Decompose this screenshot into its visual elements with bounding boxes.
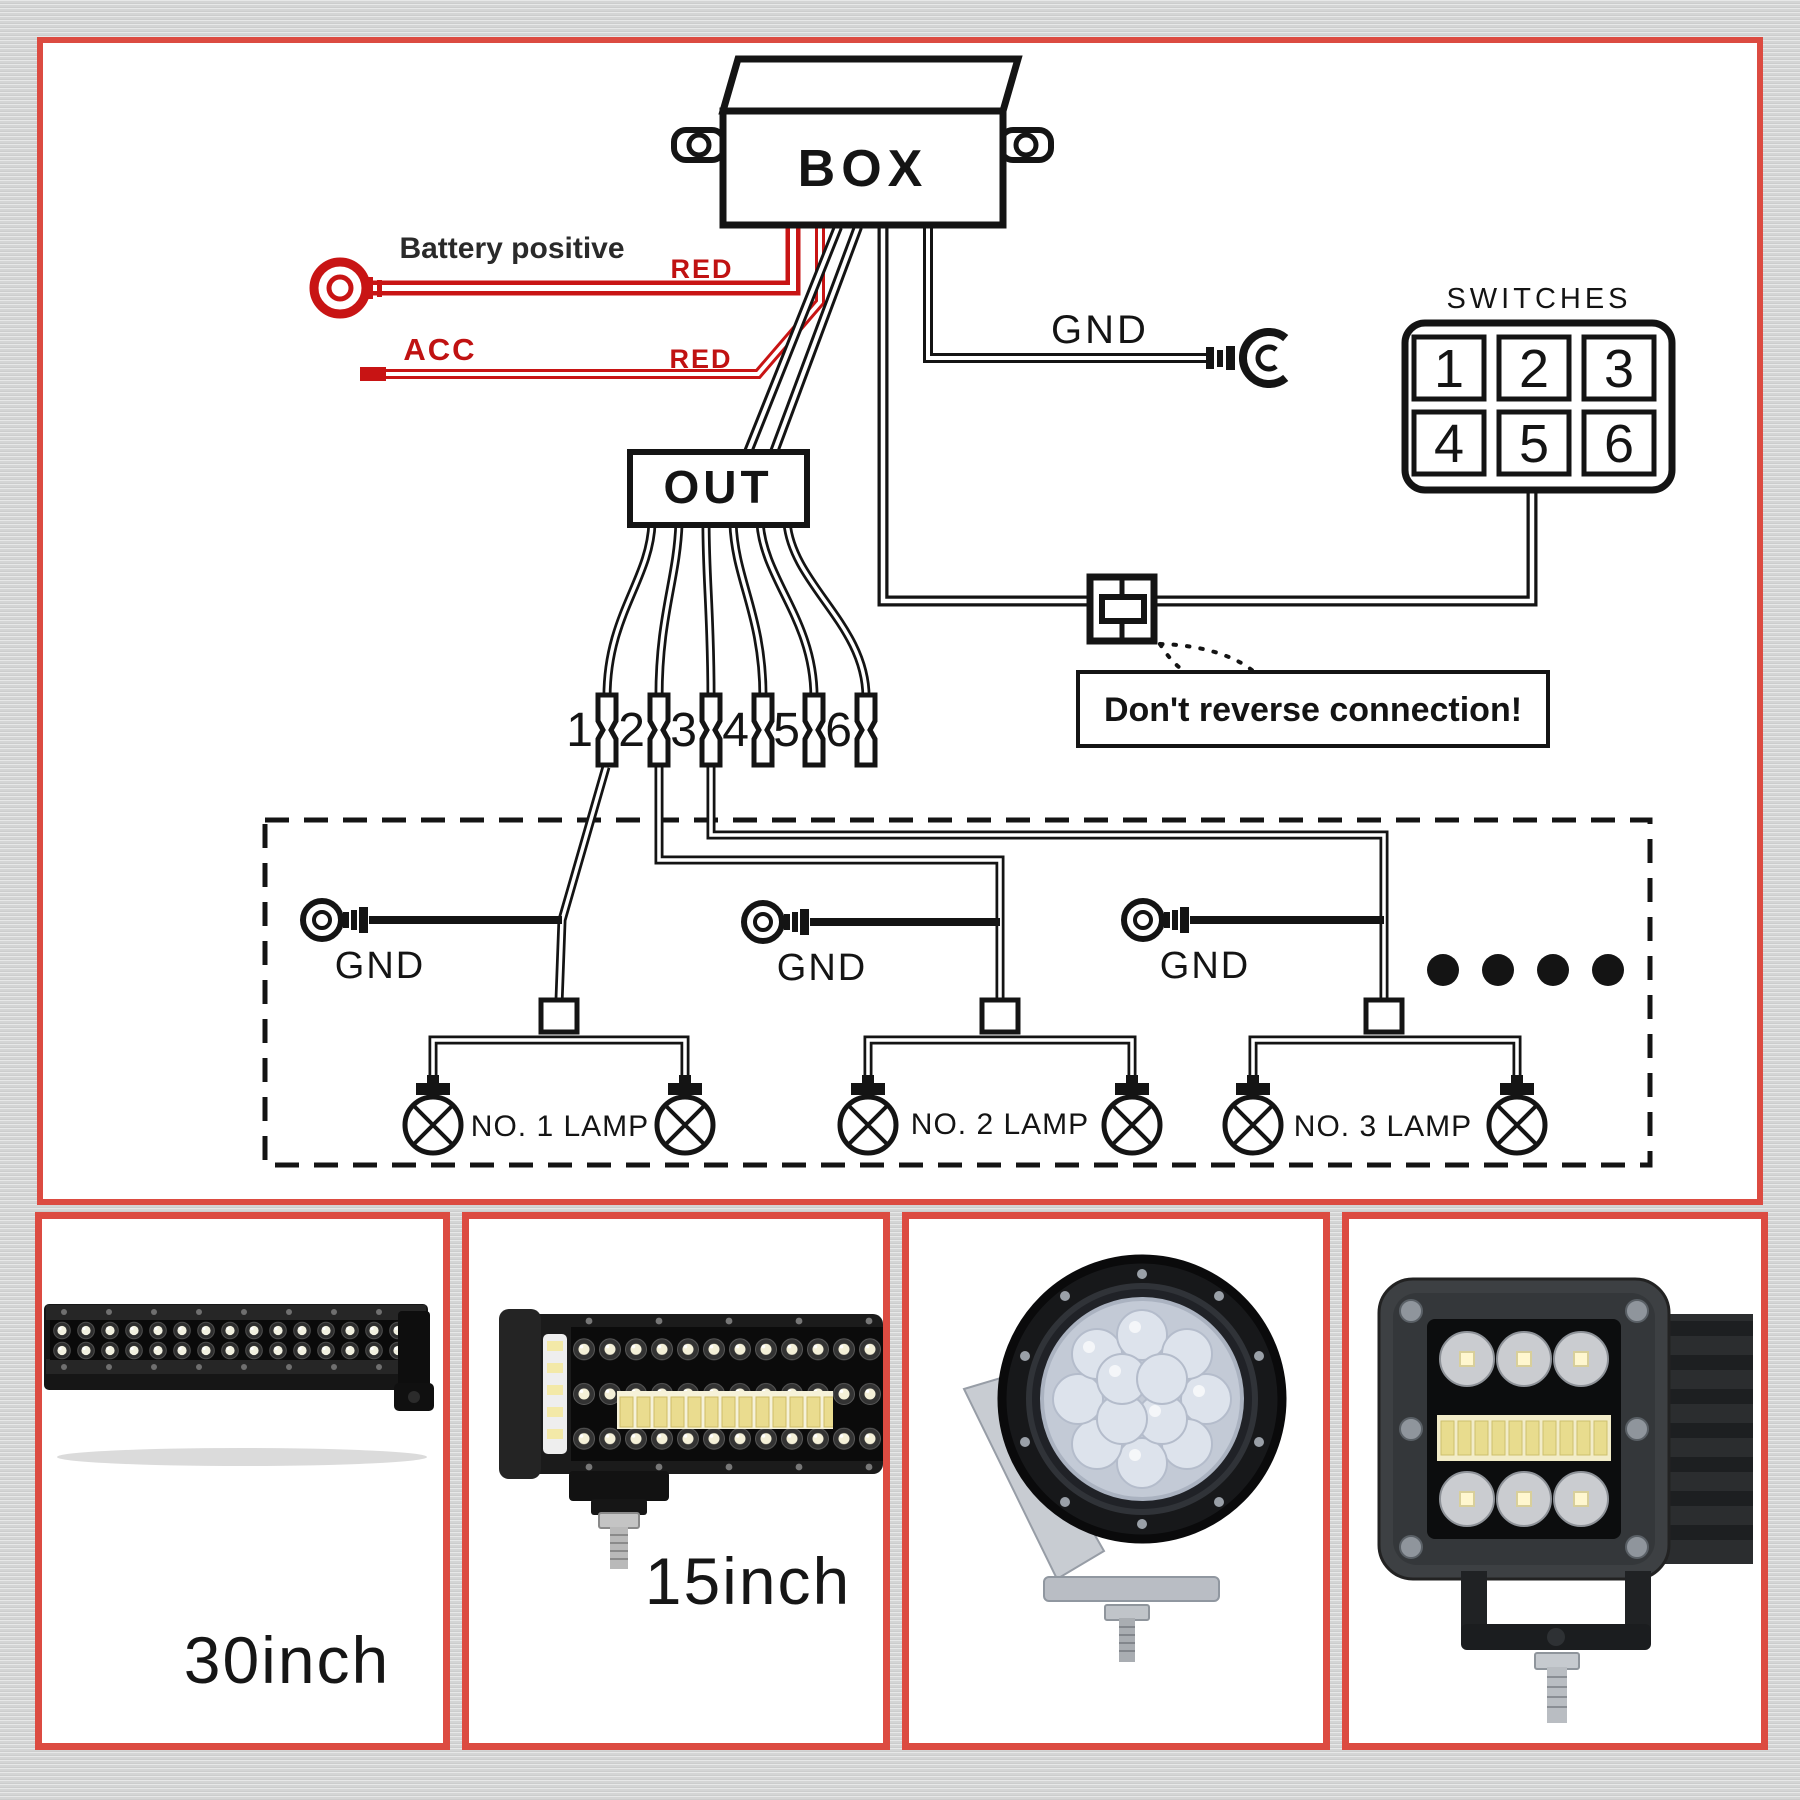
product-photo-square-pod-light [1342, 1212, 1768, 1750]
pod-light-image [1377, 1277, 1753, 1723]
light-bar-15-image [499, 1309, 883, 1569]
product-size-label: 30inch [183, 1623, 391, 1697]
product-photo-15inch-light-bar: 15inch [462, 1212, 890, 1750]
round-light-image [962, 1254, 1287, 1662]
product-size-label: 15inch [644, 1544, 852, 1618]
wiring-diagram-panel [37, 37, 1763, 1205]
light-bar-30-image [44, 1304, 434, 1466]
product-photo-30inch-light-bar: 30inch [35, 1212, 450, 1750]
product-photo-round-light [902, 1212, 1330, 1750]
